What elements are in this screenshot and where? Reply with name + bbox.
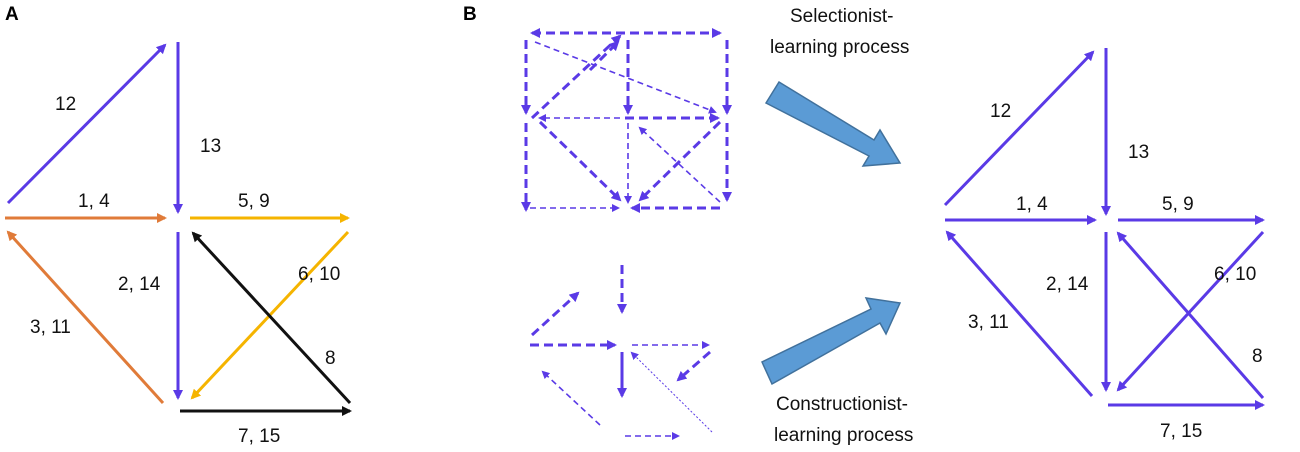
- label-8: 8: [325, 348, 336, 369]
- res-label-5-9: 5, 9: [1162, 194, 1194, 215]
- con-edge-thin: [541, 370, 601, 426]
- label-7-15: 7, 15: [238, 426, 280, 447]
- res-label-13: 13: [1128, 142, 1149, 163]
- selectionist-title-line1: Selectionist-: [790, 6, 894, 27]
- label-12: 12: [55, 94, 76, 115]
- sel-edge: [638, 120, 722, 202]
- res-edge-8: [1116, 231, 1265, 399]
- label-13: 13: [200, 136, 221, 157]
- panel-b-letter: B: [463, 4, 477, 25]
- res-edge-12: [943, 50, 1095, 207]
- label-1-4: 1, 4: [78, 191, 110, 212]
- sel-edge-thin: [638, 126, 721, 203]
- result-network: [943, 48, 1265, 410]
- con-edge: [530, 291, 580, 337]
- selectionist-network: [521, 28, 732, 213]
- label-2-14: 2, 14: [118, 274, 161, 295]
- constructionist-title-line2: learning process: [774, 425, 913, 446]
- sel-edge: [530, 34, 622, 120]
- panel-b: B: [463, 4, 1265, 446]
- selectionist-block-arrow: [764, 80, 902, 167]
- panel-a-edges: [5, 42, 352, 416]
- constructionist-network: [530, 265, 713, 440]
- sel-edge-thin: [534, 41, 717, 114]
- res-edge-3-11: [945, 230, 1094, 397]
- res-label-12: 12: [990, 101, 1011, 122]
- res-label-1-4: 1, 4: [1016, 194, 1048, 215]
- edge-8: [191, 231, 352, 405]
- con-edge: [676, 350, 711, 382]
- res-label-7-15: 7, 15: [1160, 421, 1202, 442]
- panel-a: A 12 13 1, 4 5, 9 3, 11 2, 14 6, 10 8 7,…: [5, 4, 352, 447]
- con-edge-thin: [630, 351, 713, 433]
- res-edge-6-10: [1116, 230, 1265, 392]
- constructionist-title-line1: Constructionist-: [776, 394, 908, 415]
- edge-12: [6, 43, 167, 205]
- res-label-2-14: 2, 14: [1046, 274, 1089, 295]
- selectionist-title-line2: learning process: [770, 37, 909, 58]
- res-label-6-10: 6, 10: [1214, 264, 1256, 285]
- constructionist-block-arrow: [761, 297, 902, 386]
- edge-3-11: [6, 230, 165, 405]
- label-6-10: 6, 10: [298, 264, 340, 285]
- sel-edge: [538, 120, 622, 202]
- res-label-8: 8: [1252, 346, 1263, 367]
- res-label-3-11: 3, 11: [968, 312, 1009, 333]
- label-3-11: 3, 11: [30, 317, 71, 338]
- panel-a-letter: A: [5, 4, 19, 25]
- label-5-9: 5, 9: [238, 191, 270, 212]
